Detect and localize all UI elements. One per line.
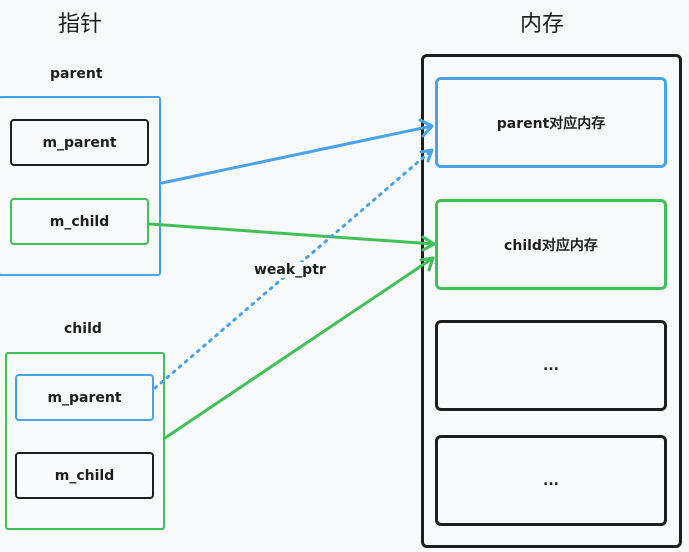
arrow-child-to-child-memory bbox=[163, 256, 435, 440]
memory-slot-4: ... bbox=[435, 435, 667, 526]
child-label: child bbox=[64, 321, 102, 337]
parent-label: parent bbox=[50, 66, 103, 82]
child-m-child-field: m_child bbox=[15, 452, 154, 499]
child-m-parent-field: m_parent bbox=[15, 374, 154, 421]
parent-m-child-field: m_child bbox=[10, 198, 149, 245]
arrow-parent-to-parent-memory bbox=[160, 118, 434, 185]
child-container bbox=[5, 352, 165, 530]
memory-heading: 内存 bbox=[520, 12, 565, 37]
parent-memory-block: parent对应内存 bbox=[435, 77, 667, 168]
parent-m-parent-field: m_parent bbox=[10, 119, 149, 166]
pointer-heading: 指针 bbox=[58, 12, 103, 37]
memory-slot-3: ... bbox=[435, 320, 667, 411]
weak-ptr-label: weak_ptr bbox=[252, 262, 328, 278]
child-memory-block: child对应内存 bbox=[435, 199, 667, 290]
arrow-parent-child-to-child-memory bbox=[148, 222, 436, 252]
